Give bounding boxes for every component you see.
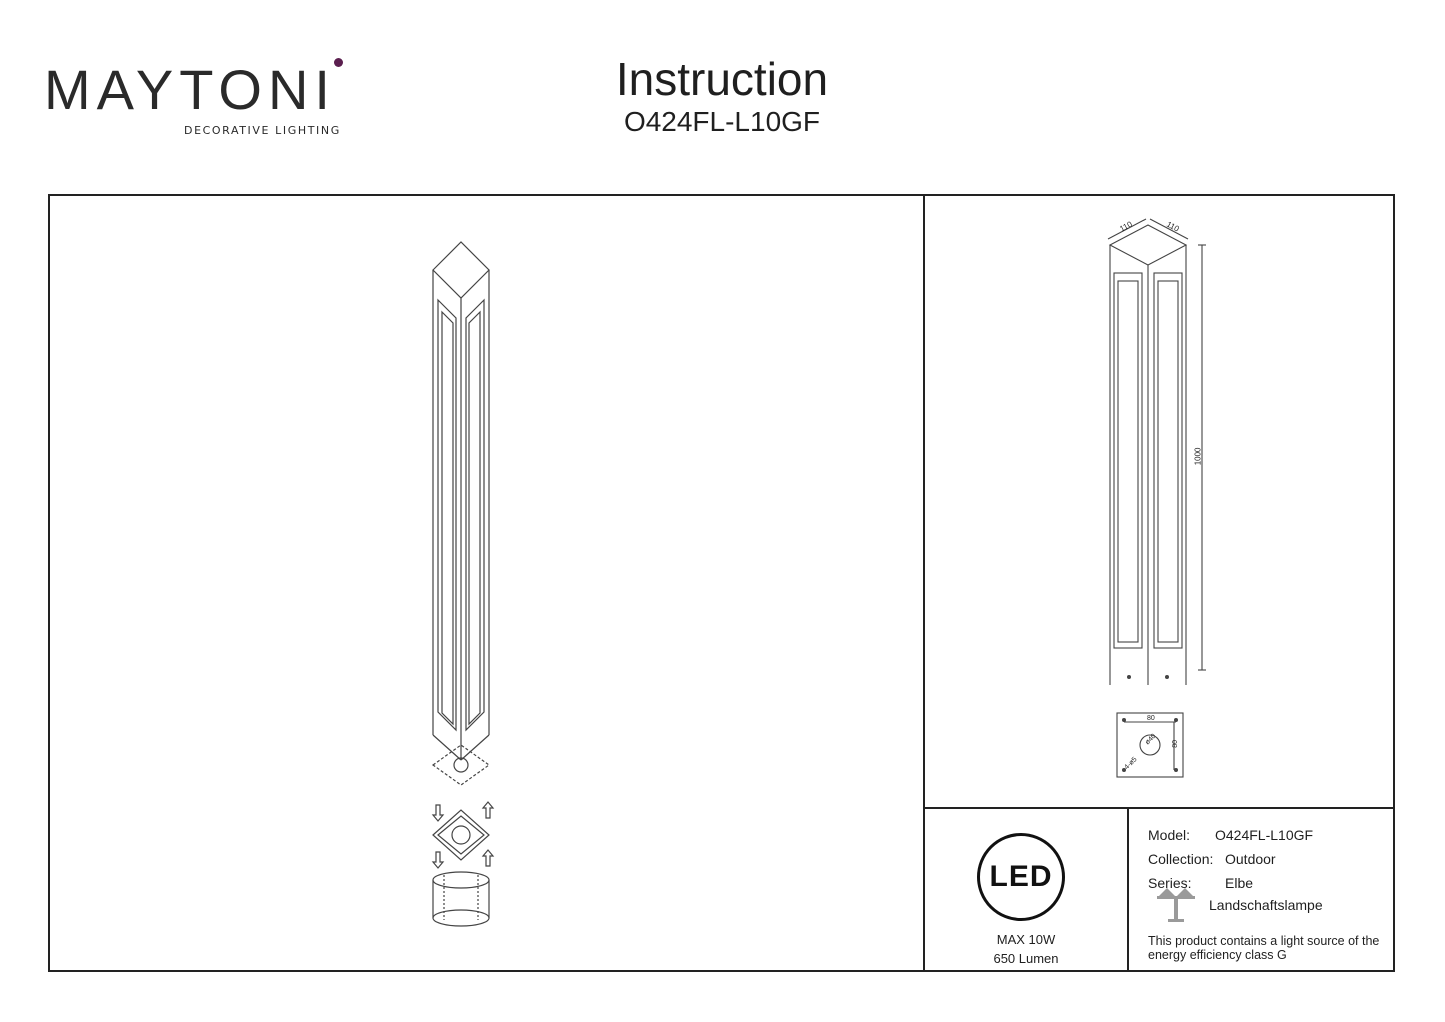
spec-divider-vertical	[1127, 807, 1129, 972]
led-badge: LED	[977, 833, 1065, 921]
model-label: Model:	[1148, 827, 1191, 843]
brand-dot	[334, 58, 343, 67]
collection-value: Outdoor	[1225, 851, 1276, 867]
power-rating: MAX 10W	[996, 932, 1056, 947]
brand-logo: MAYTONI DECORATIVE LIGHTING	[44, 54, 349, 144]
bollard-lamp-icon	[1157, 888, 1195, 922]
base-dim-width: 80	[1147, 715, 1155, 722]
product-type: Landschaftslampe	[1209, 897, 1323, 913]
model-code: O424FL-L10GF	[623, 106, 821, 137]
spec-divider-horizontal	[923, 807, 1395, 809]
dimension-drawing	[1107, 218, 1206, 685]
energy-note-line1: This product contains a light source of …	[1148, 934, 1380, 948]
brand-name: MAYTONI	[44, 58, 336, 121]
base-dim-height: 80	[1172, 739, 1180, 748]
assembly-drawing	[431, 241, 495, 927]
frame-divider-vertical	[923, 194, 925, 972]
model-value: O424FL-L10GF	[1215, 827, 1314, 843]
dim-height: 1000	[1193, 447, 1203, 466]
series-label: Series:	[1148, 875, 1192, 891]
brand-tagline: DECORATIVE LIGHTING	[184, 124, 341, 137]
energy-note-line2: energy efficiency class G	[1148, 948, 1287, 962]
base-plate-drawing	[1116, 712, 1184, 778]
collection-label: Collection:	[1148, 851, 1214, 867]
series-value: Elbe	[1225, 875, 1254, 891]
instruction-frame	[48, 194, 1395, 972]
led-badge-text: LED	[989, 860, 1053, 893]
page-title: Instruction	[615, 53, 829, 105]
lumen-rating: 650 Lumen	[993, 951, 1059, 966]
